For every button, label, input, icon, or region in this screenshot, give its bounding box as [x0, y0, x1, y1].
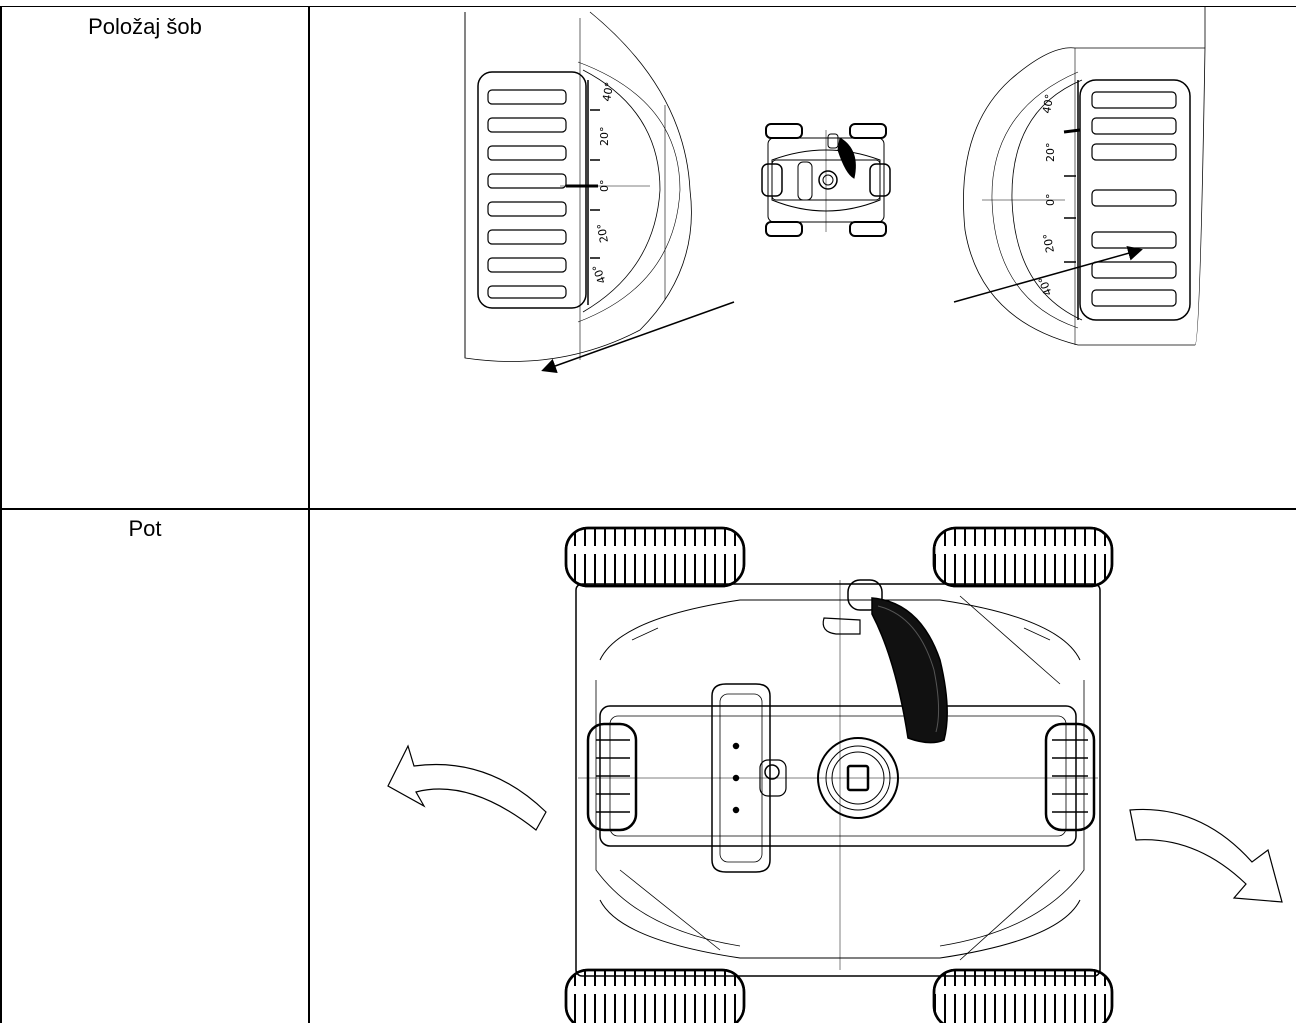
arrow-to-left-dial-icon: [541, 301, 735, 374]
curved-arrow-right-icon: [1129, 808, 1283, 903]
right-dial-tick-40-top: 40°: [1040, 93, 1056, 114]
nozzle-position-illustration: 40° 20° 0° 20° 40°: [464, 6, 1206, 374]
left-dial-tick-0: 0°: [598, 180, 611, 193]
right-roller-icon: [1044, 722, 1096, 832]
right-dial-tick-20-top: 20°: [1044, 143, 1057, 163]
table-row-divider: [0, 508, 1296, 510]
row-label-path: Pot: [128, 516, 162, 541]
right-dial-tick-40-bottom: 40°: [1036, 275, 1055, 298]
row-label-nozzle-position: Položaj šob: [88, 14, 202, 39]
left-dial-tick-40-top: 40°: [600, 81, 616, 102]
left-roller-icon: [586, 722, 638, 832]
wheel-top-left-icon: [564, 526, 746, 588]
wheel-bottom-right-icon: [932, 968, 1114, 1023]
table-border-left: [0, 6, 2, 1023]
right-nozzle-dial-icon: [963, 6, 1206, 346]
left-dial-tick-20-top: 20°: [598, 127, 611, 147]
table-column-divider: [308, 6, 310, 1023]
wheel-top-right-icon: [932, 526, 1114, 588]
left-nozzle-dial-icon: [464, 11, 692, 362]
right-dial-tick-20-bottom: 20°: [1041, 232, 1057, 253]
curved-arrow-left-icon: [387, 744, 547, 831]
robot-small-topview-icon: [761, 123, 891, 237]
wheel-bottom-left-icon: [564, 968, 746, 1023]
left-dial-tick-40-bottom: 40°: [590, 263, 609, 286]
left-dial-tick-20-bottom: 20°: [595, 222, 611, 243]
robot-large-topview-icon: [564, 526, 1114, 1023]
table-border-top: [0, 6, 1296, 7]
pump-cover-icon: [817, 737, 899, 819]
arrow-to-right-dial-icon: [953, 246, 1143, 303]
path-illustration: [387, 526, 1283, 1023]
right-dial-tick-0: 0°: [1044, 194, 1057, 207]
